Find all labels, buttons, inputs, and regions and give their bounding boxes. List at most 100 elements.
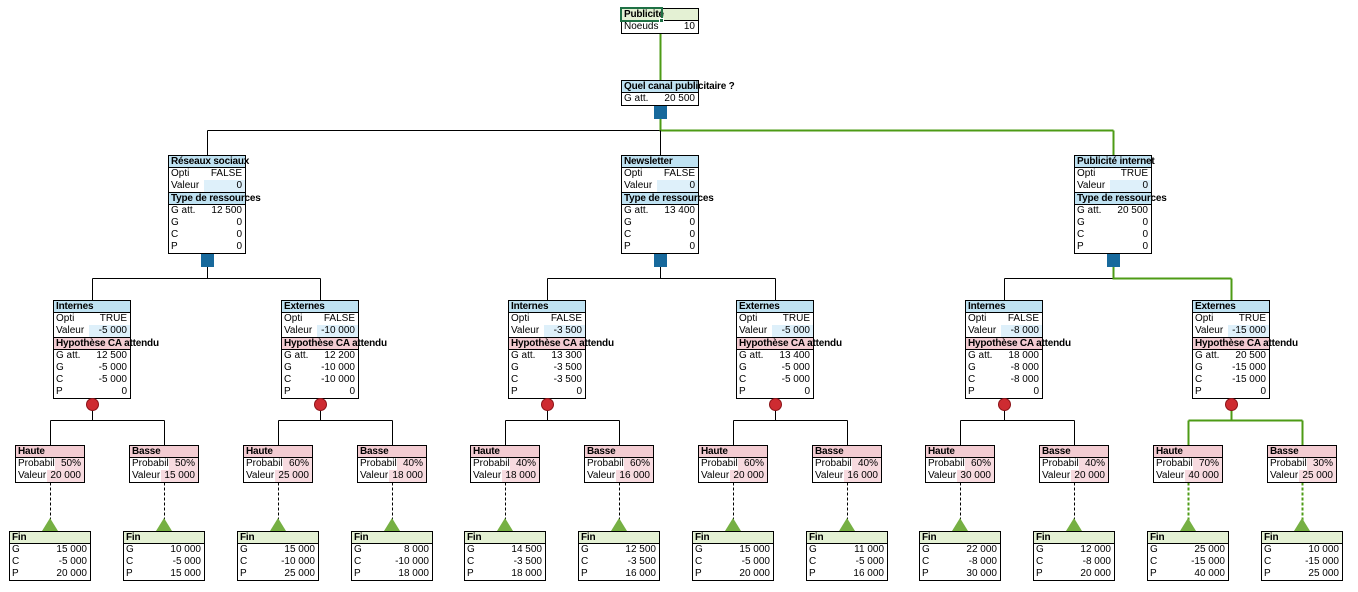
c-row[interactable]: C-3 500 [579,556,659,568]
c-row[interactable]: C-3 500 [509,374,585,386]
valeur-row[interactable]: Valeur-15 000 [1193,325,1269,337]
g-row[interactable]: G-5 000 [54,362,130,374]
gatt-row[interactable]: G att.20 500 [1193,350,1269,362]
c-row[interactable]: C-8 000 [966,374,1042,386]
gatt-row[interactable]: G att.13 400 [737,350,813,362]
g-row[interactable]: G-15 000 [1193,362,1269,374]
gatt-row[interactable]: G att.20 500 [1075,205,1151,217]
branch-title[interactable]: Publicité internet [1074,155,1155,168]
gatt-row[interactable]: G att.13 300 [509,350,585,362]
gatt-row[interactable]: G att.13 400 [622,205,698,217]
fill-handle[interactable] [659,18,664,23]
hypothesis-title[interactable]: Hypothèse CA attendu [965,337,1071,350]
hypothesis-title[interactable]: Hypothèse CA attendu [736,337,842,350]
resource-title[interactable]: Type de ressources [621,192,714,205]
g-row[interactable]: G-10 000 [282,362,358,374]
resource-title[interactable]: Type de ressources [1074,192,1167,205]
valeur-row[interactable]: Valeur-8 000 [966,325,1042,337]
c-row[interactable]: C-8 000 [1034,556,1114,568]
valeur-row[interactable]: Valeur-10 000 [282,325,358,337]
c-row[interactable]: C-3 500 [465,556,545,568]
gatt-row[interactable]: G att.12 200 [282,350,358,362]
c-row[interactable]: C-5 000 [124,556,204,568]
c-row[interactable]: C-15 000 [1193,374,1269,386]
valeur-row[interactable]: Valeur-3 500 [509,325,585,337]
c-row[interactable]: C-5 000 [693,556,773,568]
c-row[interactable]: C-10 000 [238,556,318,568]
decision-title[interactable]: Quel canal publicitaire ? [621,80,735,93]
c-row[interactable]: C-15 000 [1262,556,1342,568]
gatt-row[interactable]: G att.18 000 [966,350,1042,362]
gatt-row[interactable]: G att.12 500 [54,350,130,362]
resource-title[interactable]: Type de ressources [168,192,261,205]
c-row[interactable]: C-15 000 [1148,556,1228,568]
c-row[interactable]: C-5 000 [807,556,887,568]
c-row[interactable]: C-5 000 [54,374,130,386]
branch-title[interactable]: Réseaux sociaux [168,155,249,168]
hypothesis-title[interactable]: Hypothèse CA attendu [1192,337,1298,350]
